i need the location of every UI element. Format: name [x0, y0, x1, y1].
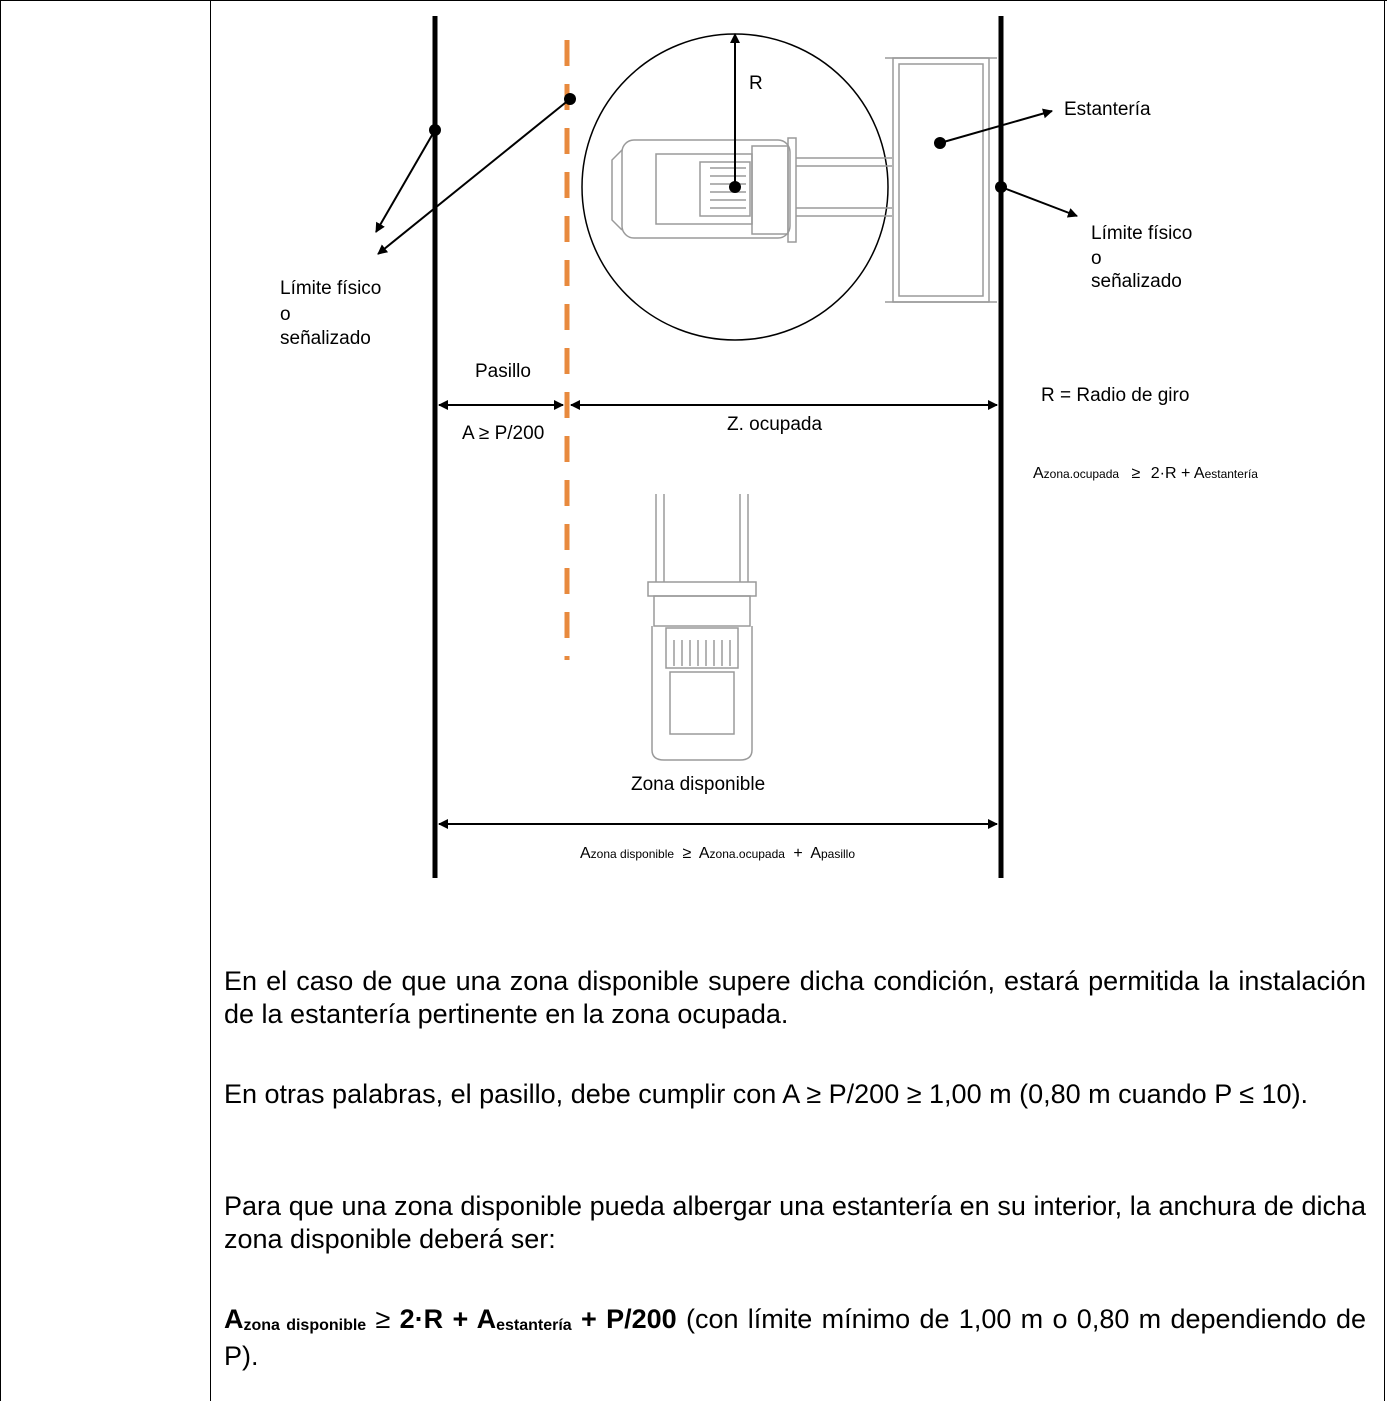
occupied-zone-label: Z. ocupada: [727, 414, 822, 435]
aisle-width-label: A ≥ P/200: [462, 423, 544, 444]
radius-center-dot: [729, 181, 741, 193]
shelf-pointer-arrow: [939, 108, 1053, 144]
paragraph-1: En el caso de que una zona disponible su…: [224, 966, 1366, 1029]
shelf-rack-icon: [885, 57, 997, 303]
radius-label: R: [749, 73, 763, 94]
table-column-divider: [210, 0, 211, 1401]
aisle-label: Pasillo: [475, 361, 531, 382]
forklift-available-icon: [647, 494, 757, 761]
right-limit-arrow: [1000, 186, 1078, 218]
left-limit-arrow: [375, 129, 436, 233]
occupied-zone-formula: Azona.ocupada ≥ 2·R + Aestantería: [1033, 465, 1258, 482]
shelf-label: Estantería: [1064, 99, 1151, 120]
radius-definition: R = Radio de giro: [1041, 385, 1189, 406]
paragraph-3: Para que una zona disponible pueda alber…: [224, 1191, 1366, 1254]
left-limit-label: Límite físico o señalizado: [280, 278, 387, 349]
paragraph-2: En otras palabras, el pasillo, debe cump…: [224, 1079, 1309, 1109]
table-left-border: [0, 0, 1, 1401]
table-right-border: [1384, 0, 1385, 1401]
available-zone-label: Zona disponible: [631, 774, 765, 795]
paragraph-formula: Azona disponible ≥ 2·R + Aestantería + P…: [224, 1304, 1366, 1371]
forklift-turning-icon: [611, 137, 892, 243]
forklift-aisle-diagram: R Estantería Límite físico o señalizado …: [280, 16, 1258, 878]
table-top-border: [0, 0, 1387, 1]
available-zone-formula: Azona disponible ≥ Azona.ocupada + Apasi…: [580, 845, 855, 862]
right-limit-label: Límite físico o señalizado: [1091, 223, 1198, 292]
aisle-limit-arrow: [377, 98, 571, 255]
